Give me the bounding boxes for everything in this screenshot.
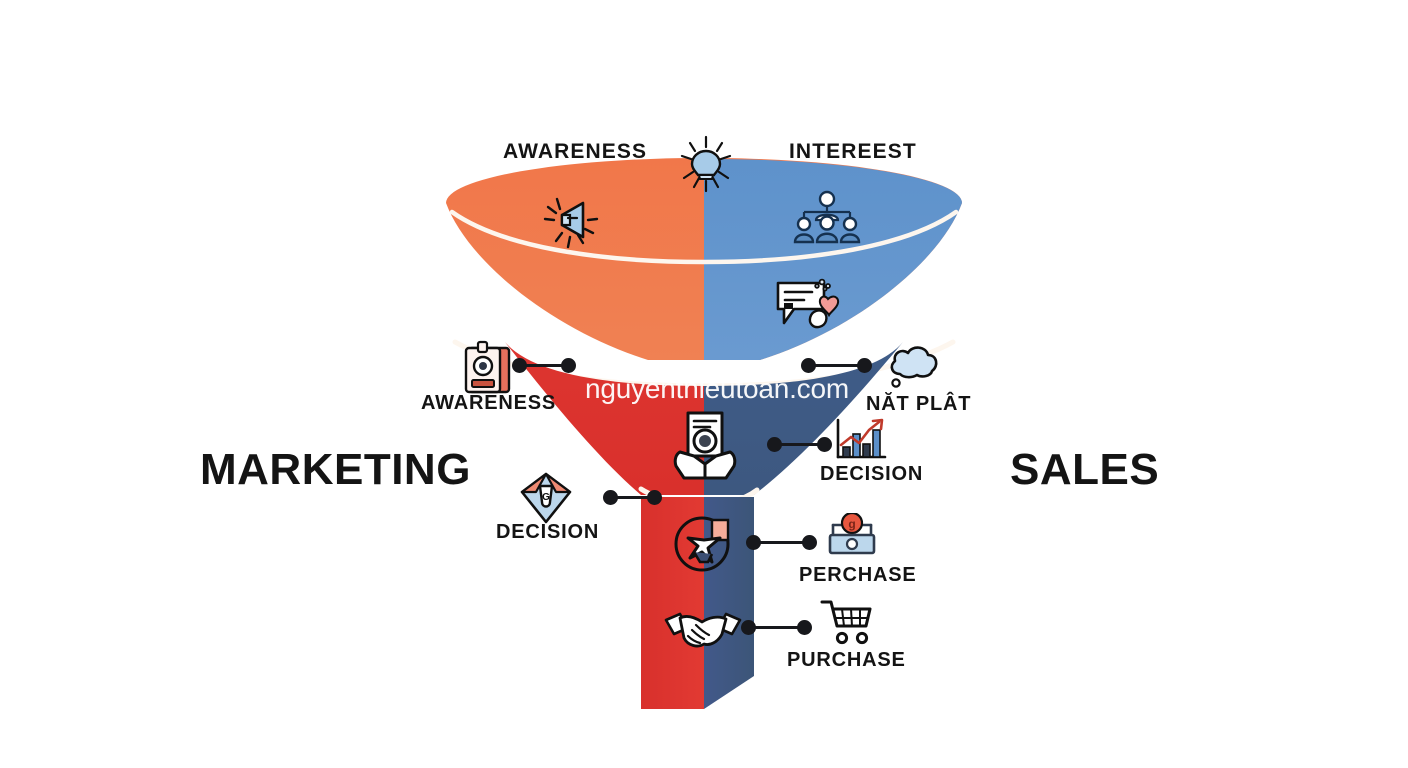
watermark-text: nguyenthieutoan.com [585,373,849,404]
lightbulb-icon [676,134,736,194]
callout-line-decision-left [611,496,654,499]
side-label-marketing: MARKETING [200,445,471,494]
clipboard-badge-icon [462,340,516,398]
callout-label-perchase: PERCHASE [799,564,917,586]
funnel-neck-tube [641,497,754,709]
stage-label-interest-top: INTEREEST [789,140,917,163]
diamond-gem-icon: G [518,470,574,526]
handshake-icon [662,604,744,658]
callout-line-perchase [754,541,807,544]
thought-cloud-icon [884,340,942,392]
callout-dot-natplat-inner [801,358,816,373]
callout-dot-decision-left-outer [603,490,618,505]
callout-dot-awareness-inner [561,358,576,373]
team-network-icon [792,190,862,252]
callout-label-decision-left: DECISION [496,521,600,543]
svg-text:g: g [848,517,855,531]
callout-label-nat-plat: NĂT PLÂT [866,393,972,415]
callout-line-awareness [520,364,566,367]
side-label-sales: SALES [1010,445,1160,494]
callout-line-purchase [749,626,802,629]
chat-engagement-icon [772,277,848,335]
cash-register-icon: g [825,513,879,559]
callout-line-natplat [809,364,862,367]
callout-label-awareness-left: AWARENESS [421,392,557,414]
callout-line-decision-right [775,443,822,446]
bar-chart-growth-icon [833,417,889,463]
shopping-cart-icon [820,598,876,646]
callout-dot-perchase-inner [746,535,761,550]
callout-dot-purchase-inner [741,620,756,635]
hands-document-icon [666,408,744,484]
no-cart-icon [672,510,736,574]
callout-dot-purchase-outer [797,620,812,635]
callout-dot-natplat-outer [857,358,872,373]
callout-dot-perchase-outer [802,535,817,550]
callout-label-decision-right: DECISION [820,463,924,485]
funnel-mid-section [505,342,903,495]
svg-text:G: G [542,492,550,503]
callout-dot-decision-left-inner [647,490,662,505]
stage-label-awareness-top: AWARENESS [503,140,648,163]
callout-label-purchase: PURCHASE [787,649,906,671]
callout-dot-awareness-outer [512,358,527,373]
callout-dot-decision-right-inner [767,437,782,452]
callout-dot-decision-right-outer [817,437,832,452]
megaphone-icon [537,185,609,257]
